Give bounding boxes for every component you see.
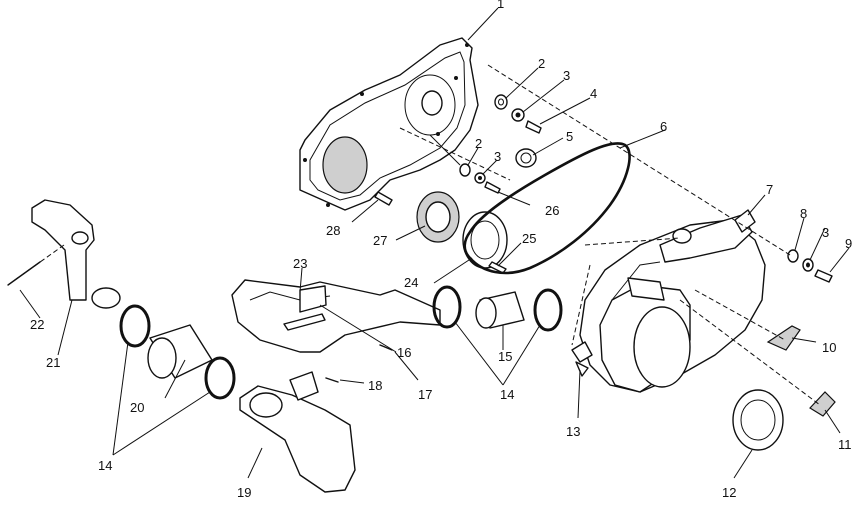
- callout-25: 25: [522, 231, 536, 246]
- callout-24: 24: [404, 275, 418, 290]
- callout-9: 9: [845, 236, 852, 251]
- callout-14b: 14: [98, 458, 112, 473]
- inner-cover-part: [299, 37, 479, 211]
- callout-18: 18: [368, 378, 382, 393]
- duct-19: [239, 371, 356, 493]
- screw-18: [325, 377, 339, 383]
- callout-22: 22: [30, 317, 44, 332]
- callout-27: 27: [373, 233, 387, 248]
- duct-16: [231, 279, 441, 353]
- plate-12: [732, 389, 784, 451]
- outer-cover-part: [571, 209, 766, 393]
- tube-20: [147, 324, 213, 379]
- alignment-dashes: [11, 64, 821, 406]
- callout-13: 13: [566, 424, 580, 439]
- intake-duct-21: [31, 199, 121, 309]
- clamp-right-a: [432, 285, 462, 329]
- callout-7: 7: [766, 182, 773, 197]
- decal-10: [766, 325, 801, 351]
- callout-8: 8: [800, 206, 807, 221]
- callout-2b: 2: [475, 136, 482, 151]
- callout-3a: 3: [563, 68, 570, 83]
- callout-labels: 1 2 3 4 5 6 2 3 26 7 8 3 9 28 27 25 24 2…: [30, 0, 852, 500]
- callout-15: 15: [498, 349, 512, 364]
- callout-23: 23: [293, 256, 307, 271]
- callout-21: 21: [46, 355, 60, 370]
- callout-20: 20: [130, 400, 144, 415]
- clamp-left-lower: [204, 356, 236, 400]
- callout-11: 11: [838, 437, 852, 452]
- callout-10: 10: [822, 340, 836, 355]
- clamp-left-upper: [119, 304, 151, 348]
- callout-26a: 26: [545, 203, 559, 218]
- callout-5: 5: [566, 129, 573, 144]
- callout-28: 28: [326, 223, 340, 238]
- callout-4: 4: [590, 86, 597, 101]
- callout-6: 6: [660, 119, 667, 134]
- callout-17: 17: [418, 387, 432, 402]
- leader-lines: [19, 7, 850, 479]
- tube-15: [475, 291, 525, 329]
- callout-3c: 3: [822, 225, 829, 240]
- callout-16: 16: [397, 345, 411, 360]
- drive-belt: [463, 142, 631, 275]
- callout-3b: 3: [494, 149, 501, 164]
- seal-part: [416, 191, 460, 243]
- callout-2a: 2: [538, 56, 545, 71]
- screw-17: [379, 344, 393, 351]
- upper-hardware: [494, 94, 542, 168]
- lower-hardware: [374, 163, 501, 206]
- clamp-right-b: [533, 288, 563, 332]
- callout-19: 19: [237, 485, 251, 500]
- cover-hardware: [787, 249, 833, 283]
- decal-11: [809, 391, 836, 417]
- callout-14a: 14: [500, 387, 514, 402]
- callout-12: 12: [722, 485, 736, 500]
- callout-1: 1: [497, 0, 504, 11]
